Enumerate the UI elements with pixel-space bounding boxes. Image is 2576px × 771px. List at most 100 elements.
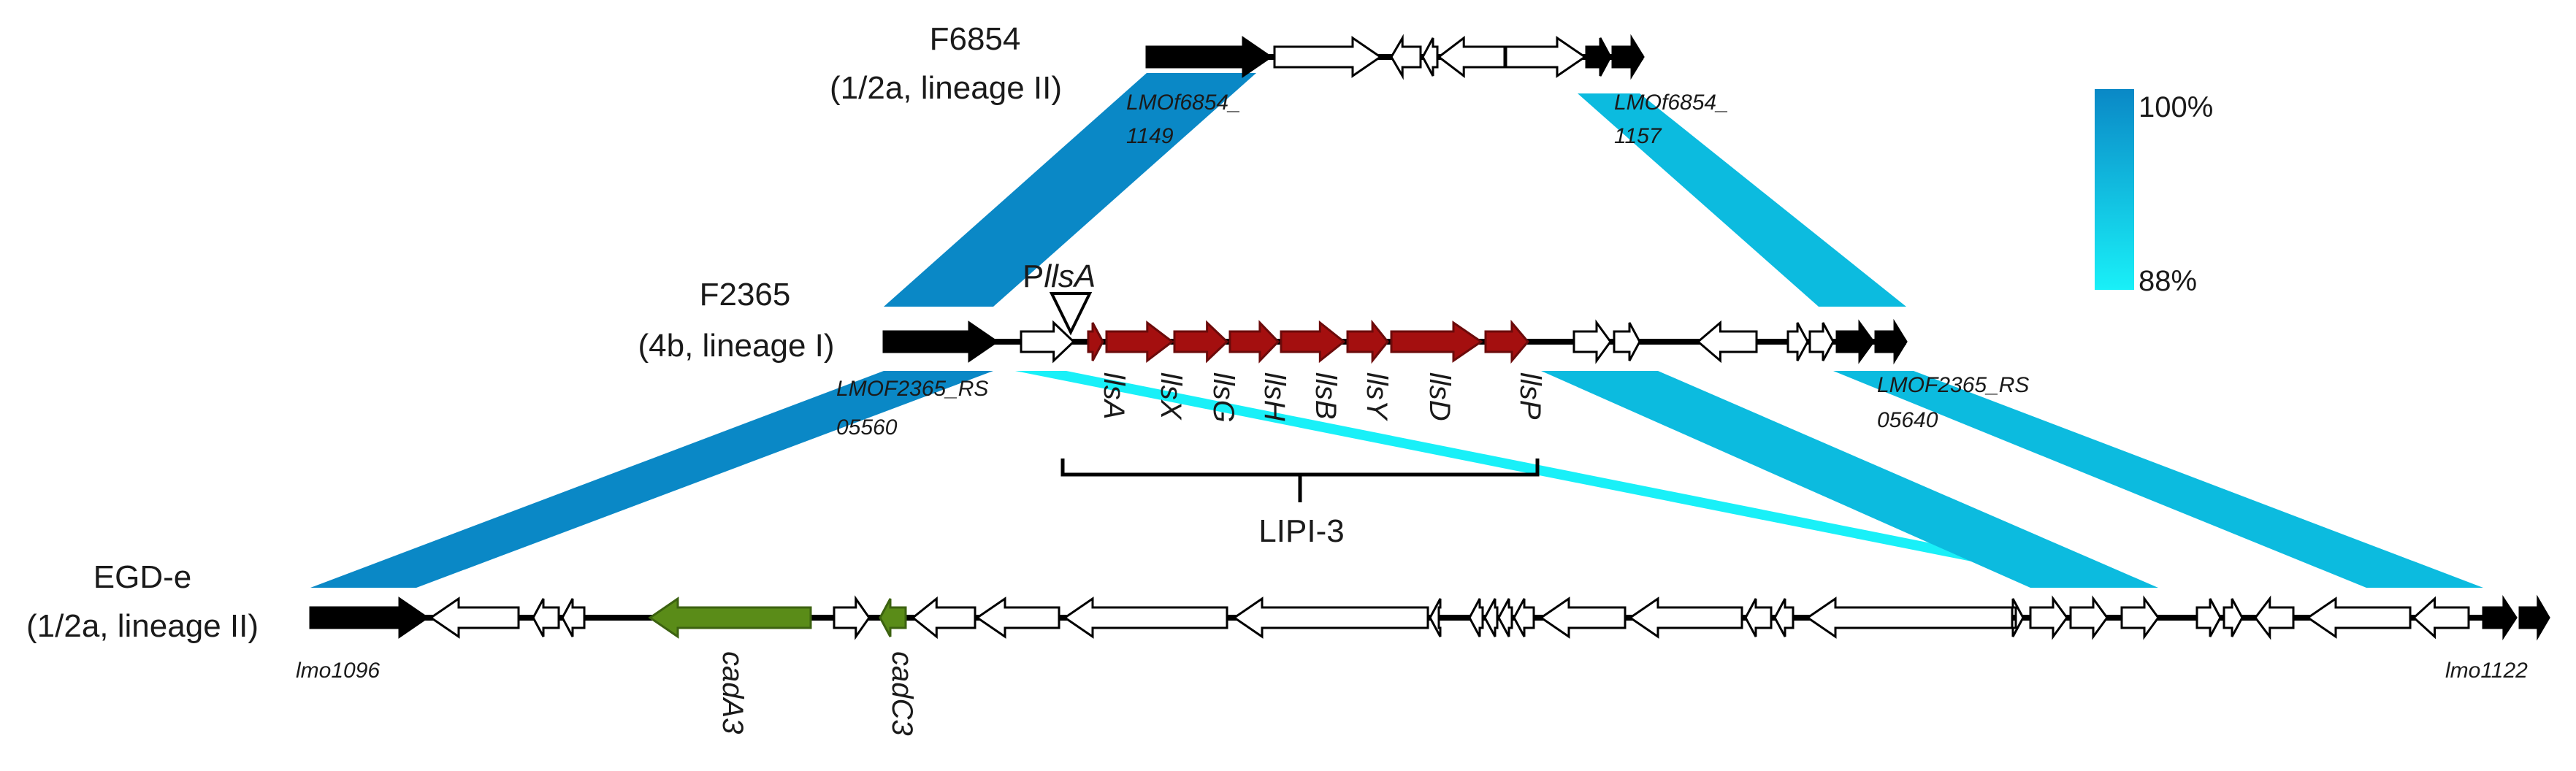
- gene-label-cadA3: cadA3: [716, 651, 749, 734]
- gene-arrow-egde-12: [1429, 598, 1442, 637]
- gene-arrow-egde-23: [2029, 595, 2068, 640]
- locus-start-egde: lmo1096: [296, 659, 380, 683]
- lipi3-gene-labels: llsA llsX llsG llsH llsB llsY llsD llsP: [1098, 372, 1546, 423]
- locus-end-num-f2365: 05640: [1877, 408, 1938, 432]
- gene-label-llsG: llsG: [1207, 372, 1239, 423]
- strain-serotype-f6854: (1/2a, lineage II): [830, 70, 1062, 106]
- locus-end-egde: lmo1122: [2445, 659, 2528, 683]
- gene-arrow-egde-25: [2120, 595, 2160, 640]
- locus-start-f6854: LMOf6854_: [1126, 91, 1241, 115]
- gene-arrow-f2365-3: [1087, 322, 1104, 361]
- gene-arrow-egde-9: [975, 597, 1060, 639]
- gene-arrow-egde-29: [2306, 597, 2412, 639]
- gene-arrow-egde-17: [1539, 597, 1627, 639]
- gene-arrow-f6854-4: [1421, 37, 1439, 77]
- locus-start-f2365: LMOF2365_RS: [836, 377, 988, 401]
- gene-label-llsP: llsP: [1514, 372, 1546, 420]
- strain-name-egde: EGD-e: [93, 559, 191, 595]
- gene-arrow-egde-20: [1773, 598, 1795, 637]
- gene-arrow-egde-10: [1063, 597, 1228, 639]
- gene-arrow-egde-14: [1483, 598, 1499, 637]
- gene-arrow-egde-27: [2223, 598, 2244, 637]
- gene-arrow-egde-11: [1232, 597, 1429, 639]
- gene-arrow-f2365-6: [1228, 320, 1280, 364]
- ribbon-f2365-egde-pllsA: [1015, 371, 2155, 588]
- gene-arrow-egde-16: [1513, 598, 1535, 637]
- identity-scale-min: 88%: [2139, 265, 2197, 297]
- gene-arrow-f2365-1: [882, 321, 999, 363]
- locus-end-f6854: LMOf6854_: [1614, 91, 1729, 115]
- gene-label-cadC3: cadC3: [886, 651, 918, 736]
- lipi3-label: LIPI-3: [1258, 513, 1344, 549]
- gene-arrow-f2365-13: [1696, 320, 1758, 364]
- gene-label-llsY: llsY: [1361, 372, 1393, 422]
- locus-end-f2365: LMOF2365_RS: [1877, 373, 2029, 397]
- gene-arrows: [309, 34, 2550, 641]
- gene-arrow-egde-15: [1497, 598, 1513, 637]
- gene-arrow-egde-2: [429, 597, 520, 639]
- gene-label-llsB: llsB: [1310, 372, 1342, 419]
- gene-arrow-f2365-9: [1390, 321, 1483, 363]
- ribbon-f6854-f2365-left: [884, 73, 1256, 307]
- promoter-label: PllsA: [1023, 258, 1096, 294]
- gene-label-llsA: llsA: [1098, 372, 1130, 419]
- gene-label-llsD: llsD: [1423, 372, 1456, 421]
- gene-arrow-f6854-8: [1611, 34, 1645, 80]
- gene-arrow-f2365-17: [1874, 318, 1908, 365]
- locus-start-num-f2365: 05560: [836, 415, 898, 440]
- gene-arrow-f2365-8: [1346, 319, 1389, 364]
- gene-arrow-f6854-6: [1505, 36, 1587, 78]
- gene-arrow-egde-5: [648, 597, 812, 639]
- gene-arrow-f2365-11: [1572, 319, 1612, 364]
- gene-arrow-f6854-2: [1273, 36, 1383, 78]
- ribbon-f6854-f2365-right: [1578, 93, 1906, 307]
- strain-name-f2365: F2365: [700, 277, 791, 312]
- strain-serotype-f2365: (4b, lineage I): [638, 328, 834, 364]
- gene-arrow-f6854-3: [1390, 34, 1422, 80]
- strain-serotype-egde: (1/2a, lineage II): [26, 608, 259, 644]
- gene-arrow-egde-21: [1805, 597, 2014, 639]
- gene-arrow-f2365-10: [1484, 319, 1529, 364]
- locus-end-num-f6854: 1157: [1614, 124, 1662, 148]
- gene-arrow-f2365-7: [1280, 320, 1346, 364]
- gene-arrow-egde-26: [2195, 598, 2222, 637]
- gene-arrow-egde-3: [532, 598, 560, 637]
- gene-label-llsX: llsX: [1155, 372, 1187, 421]
- ribbon-f2365-egde-middle: [1541, 371, 2158, 588]
- gene-arrow-f2365-16: [1835, 319, 1875, 364]
- gene-arrow-f2365-2: [1020, 320, 1076, 364]
- gene-arrow-egde-7: [879, 598, 907, 637]
- ribbon-f2365-egde-left: [310, 371, 993, 588]
- gene-arrow-egde-6: [833, 595, 871, 640]
- identity-ribbons: [310, 73, 2483, 588]
- gene-arrow-f6854-1: [1145, 36, 1273, 78]
- gene-arrow-egde-32: [2518, 594, 2550, 641]
- gene-arrow-egde-19: [1744, 598, 1773, 637]
- gene-arrow-egde-22: [2011, 598, 2025, 637]
- gene-arrow-egde-4: [561, 598, 586, 637]
- gene-arrow-f2365-15: [1808, 322, 1835, 361]
- identity-scale-max: 100%: [2139, 91, 2213, 123]
- gene-arrow-f2365-4: [1105, 320, 1174, 364]
- gene-arrow-egde-13: [1468, 598, 1484, 637]
- gene-label-llsH: llsH: [1258, 372, 1291, 421]
- gene-arrow-f2365-12: [1613, 322, 1641, 361]
- gene-arrow-egde-28: [2254, 595, 2295, 640]
- gene-arrow-f2365-5: [1173, 320, 1229, 364]
- gene-arrow-egde-18: [1628, 597, 1743, 639]
- gene-arrow-egde-30: [2412, 596, 2470, 640]
- ribbon-f2365-egde-right: [1833, 371, 2483, 588]
- gene-arrow-egde-8: [911, 596, 976, 640]
- gene-arrow-f6854-5: [1437, 35, 1506, 79]
- lipi3-bracket: [1060, 459, 1540, 502]
- gene-arrow-f2365-14: [1786, 322, 1809, 361]
- identity-scale-bar: [2095, 89, 2134, 290]
- promoter-triangle: [1049, 292, 1093, 336]
- gene-arrow-f6854-7: [1585, 37, 1612, 77]
- promoter-prefix: P: [1023, 258, 1044, 294]
- identity-scale: 100% 88%: [2095, 89, 2213, 297]
- gene-arrow-egde-31: [2482, 594, 2518, 641]
- promoter-gene: llsA: [1044, 258, 1096, 294]
- gene-arrow-egde-1: [309, 597, 429, 639]
